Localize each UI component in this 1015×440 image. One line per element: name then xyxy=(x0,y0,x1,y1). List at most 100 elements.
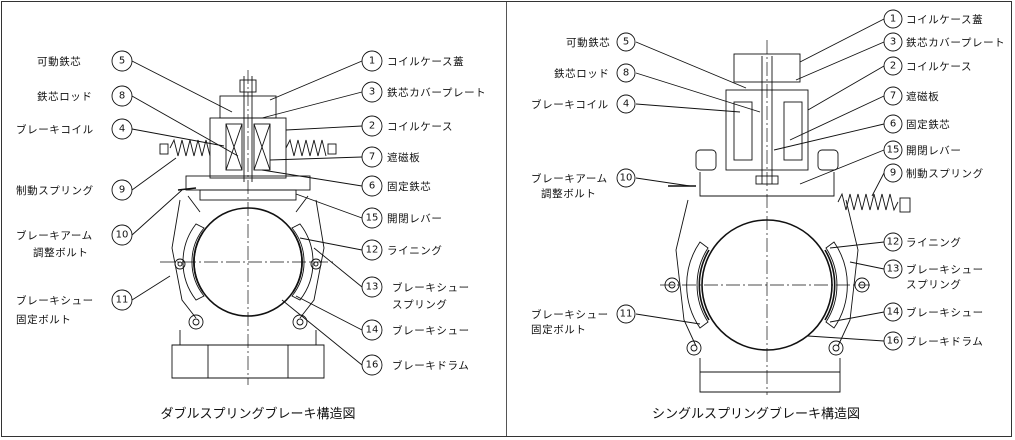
callout-label-line2: スプリング xyxy=(906,278,962,291)
single-spring-brake-drawing xyxy=(660,40,911,395)
left-callouts: 可動鉄芯 5 鉄芯ロッド 8 ブレーキコイル 4 制動スプリング 9 ブレーキア… xyxy=(16,50,486,376)
double-spring-brake-drawing xyxy=(159,70,337,385)
callout-1: 1 コイルケース蓋 xyxy=(361,50,464,72)
callout-label: ブレーキシュー xyxy=(906,306,984,319)
callout-label-line2: 調整ボルト xyxy=(541,187,597,200)
callout-2: 2 コイルケース xyxy=(361,115,453,137)
callout-number: 3 xyxy=(890,37,896,48)
callout-number: 5 xyxy=(623,37,629,48)
callout-number: 6 xyxy=(369,181,375,192)
callout-1: 1 コイルケース蓋 xyxy=(883,9,983,29)
callout-number: 14 xyxy=(887,307,900,318)
callout-label: ライニング xyxy=(906,236,962,249)
callout-16: 16 ブレーキドラム xyxy=(361,354,469,376)
callout-number: 10 xyxy=(116,230,129,241)
callout-6: 6 固定鉄芯 xyxy=(883,114,950,134)
callout-label: ライニング xyxy=(387,244,443,257)
callout-number: 8 xyxy=(623,68,629,79)
callout-number: 16 xyxy=(366,360,379,371)
callout-label-line2: 固定ボルト xyxy=(531,323,587,336)
callout-label: ブレーキシュー xyxy=(392,324,470,337)
callout-label: 鉄芯カバープレート xyxy=(906,36,1005,49)
callout-label: ブレーキシュー xyxy=(906,263,984,276)
callout-number: 1 xyxy=(369,56,375,67)
callout-12: 12 ライニング xyxy=(361,239,443,261)
callout-8: 鉄芯ロッド 8 xyxy=(554,63,636,83)
callout-9: 9 制動スプリング xyxy=(883,163,984,183)
left-leader-lines xyxy=(131,60,363,366)
callout-label: ブレーキコイル xyxy=(531,98,609,111)
callout-13: 13 ブレーキシュー スプリング xyxy=(361,276,470,311)
callout-number: 11 xyxy=(620,309,633,320)
callout-number: 2 xyxy=(890,61,896,72)
callout-label: ブレーキアーム xyxy=(16,229,93,242)
callout-7: 7 遮磁板 xyxy=(361,146,420,168)
callout-number: 12 xyxy=(366,245,379,256)
callout-number: 5 xyxy=(119,56,125,67)
callout-number: 7 xyxy=(890,91,896,102)
callout-7: 7 遮磁板 xyxy=(883,86,939,106)
callout-number: 12 xyxy=(887,237,900,248)
callout-5: 可動鉄芯 5 xyxy=(37,50,133,72)
callout-label: 鉄芯ロッド xyxy=(37,90,93,103)
callout-2: 2 コイルケース xyxy=(883,56,972,76)
callout-9: 制動スプリング 9 xyxy=(16,179,133,201)
left-caption: ダブルスプリングブレーキ構造図 xyxy=(160,406,355,422)
callout-4: ブレーキコイル 4 xyxy=(16,118,133,140)
callout-label: 遮磁板 xyxy=(387,151,420,164)
callout-label: 可動鉄芯 xyxy=(566,36,610,49)
callout-number: 9 xyxy=(119,185,125,196)
callout-6: 6 固定鉄芯 xyxy=(361,175,431,197)
callout-13: 13 ブレーキシュー スプリング xyxy=(883,259,984,291)
callout-label: ブレーキシュー xyxy=(16,294,94,307)
callout-14: 14 ブレーキシュー xyxy=(361,319,470,341)
callout-label: ブレーキアーム xyxy=(531,172,608,185)
callout-label: 開閉レバー xyxy=(906,145,962,157)
callout-number: 15 xyxy=(887,145,900,156)
callout-number: 10 xyxy=(620,173,633,184)
callout-number: 4 xyxy=(623,99,629,110)
callout-number: 9 xyxy=(890,168,896,179)
right-leader-lines xyxy=(635,18,885,342)
callout-number: 1 xyxy=(890,14,896,25)
callout-12: 12 ライニング xyxy=(883,232,962,252)
callout-number: 11 xyxy=(116,295,129,306)
callout-number: 13 xyxy=(887,264,900,275)
callout-number: 3 xyxy=(369,87,375,98)
callout-3: 3 鉄芯カバープレート xyxy=(883,32,1005,52)
callout-number: 4 xyxy=(119,124,125,135)
callout-label: コイルケース xyxy=(906,61,972,73)
callout-14: 14 ブレーキシュー xyxy=(883,302,984,322)
callout-label: 鉄芯ロッド xyxy=(554,67,610,80)
callout-4: ブレーキコイル 4 xyxy=(531,94,636,114)
callout-label: 制動スプリング xyxy=(16,184,94,197)
callout-10: ブレーキアーム 調整ボルト 10 xyxy=(16,224,133,259)
callout-label: 開閉レバー xyxy=(387,213,443,225)
callout-label-line2: スプリング xyxy=(392,298,448,311)
callout-number: 6 xyxy=(890,119,896,130)
callout-label: コイルケース蓋 xyxy=(906,14,983,26)
callout-label: 鉄芯カバープレート xyxy=(387,86,486,99)
callout-label-line2: 固定ボルト xyxy=(16,313,72,326)
callout-label: ブレーキシュー xyxy=(531,308,609,321)
callout-11: ブレーキシュー 固定ボルト 11 xyxy=(16,289,133,326)
callout-15: 15 開閉レバー xyxy=(361,207,443,229)
callout-11: ブレーキシュー 固定ボルト 11 xyxy=(531,304,636,336)
callout-label: コイルケース xyxy=(387,121,453,133)
right-callouts: 可動鉄芯 5 鉄芯ロッド 8 ブレーキコイル 4 ブレーキアーム 調整ボルト 1… xyxy=(531,9,1005,351)
callout-3: 3 鉄芯カバープレート xyxy=(361,81,486,103)
callout-label: 可動鉄芯 xyxy=(37,55,81,68)
callout-label: ブレーキコイル xyxy=(16,123,94,136)
callout-8: 鉄芯ロッド 8 xyxy=(37,85,133,107)
callout-label: コイルケース蓋 xyxy=(387,56,464,68)
callout-label: 制動スプリング xyxy=(906,167,984,180)
callout-label: ブレーキシュー xyxy=(392,281,470,294)
callout-10: ブレーキアーム 調整ボルト 10 xyxy=(531,168,636,200)
callout-label: 固定鉄芯 xyxy=(387,180,431,193)
callout-label: 遮磁板 xyxy=(906,90,939,103)
callout-16: 16 ブレーキドラム xyxy=(883,331,983,351)
right-caption: シングルスプリングブレーキ構造図 xyxy=(652,406,860,422)
callout-label: ブレーキドラム xyxy=(906,335,983,348)
